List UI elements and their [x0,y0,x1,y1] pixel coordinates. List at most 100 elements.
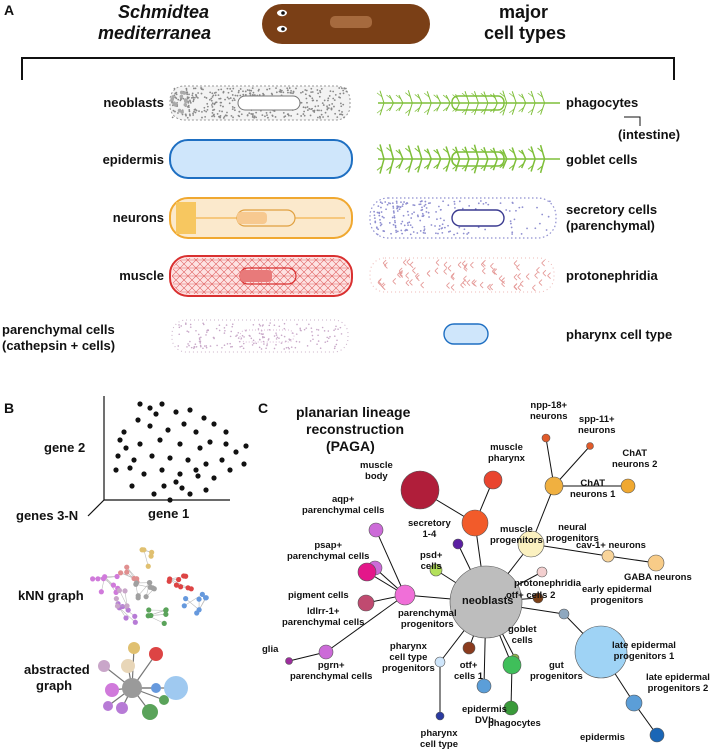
muscle-illustration [169,255,353,297]
epidermis-illustration [169,139,353,179]
node-label-pigment: pigment cells [288,590,349,601]
label-pharynx-type: pharynx cell type [566,327,673,342]
node-spp11 [586,442,594,450]
node-gut_prog [502,655,522,675]
header-types-2: cell types [484,23,567,43]
secretory-illustration [369,197,557,239]
paga-nodes [285,433,665,743]
label-neurons: neurons [112,210,164,225]
paga-title-2: reconstruction [306,421,405,437]
knn-graph [90,547,209,627]
label-muscle: muscle [119,268,164,283]
node-epidermis [649,727,665,743]
node-label-psap: psap+parenchymal cells [287,540,370,562]
label-protonephridia: protonephridia [566,268,658,283]
node-muscle_pharynx [483,470,503,490]
label-secretory: secretory cells [566,202,658,217]
node-late_epi2 [625,694,643,712]
node-gaba [647,554,665,572]
label-goblet: goblet cells [566,152,638,167]
node-label-aqp: aqp+parenchymal cells [302,494,385,516]
label-cathepsin: (cathepsin + cells) [2,338,116,353]
node-label-glia: glia [262,644,279,655]
node-late_epi1 [574,625,628,679]
node-pharynx_prog [434,656,446,668]
panel-c-label: C [258,400,269,416]
axis-genes3n: genes 3-N [16,508,79,523]
node-chat1 [544,476,564,496]
node-label-epidermis: epidermis [580,732,625,743]
node-chat2 [620,478,636,494]
label-epidermis: epidermis [102,152,164,167]
abstracted-graph-mini [98,642,188,720]
planarian-illustration [262,4,430,44]
node-muscle_progenitors [461,509,489,537]
node-ldlrr [357,594,375,612]
knn-graph-label: kNN graph [18,588,84,603]
protonephridia-illustration [369,257,555,293]
node-label-phagocytes: phagocytes [488,718,541,729]
intestine-connector [624,116,641,126]
abstracted-graph-label-1: abstracted [24,662,90,677]
node-label-center: neoblasts [462,595,514,607]
node-parenchymal_prog [394,584,416,606]
neoblasts-illustration [169,85,351,121]
axis-gene1: gene 1 [148,506,190,521]
node-muscle_body [400,470,440,510]
node-label-npp18: npp-18+neurons [530,400,568,422]
species-name-1: Schmidtea [118,2,210,22]
node-cav1 [601,549,615,563]
goblet-illustration [376,144,560,174]
node-pigment [357,562,377,582]
node-neural_prog [517,530,545,558]
node-glia [285,657,293,665]
abstracted-graph-label-2: graph [36,678,73,693]
node-secretory [452,538,464,550]
node-psd [429,563,443,577]
node-otf1 [462,641,476,655]
paga-title-1: planarian lineage [296,404,411,420]
scatter-points [113,401,249,503]
node-npp18 [541,433,551,443]
species-name-2: mediterranea [98,23,212,43]
node-label-protonephridia: protonephridia [514,578,582,589]
label-parenchymal-right: (parenchymal) [566,218,655,233]
node-label-spp11: spp-11+neurons [578,414,616,436]
neurons-illustration [169,197,353,239]
axis-gene2: gene 2 [44,440,86,455]
node-pharynx_ct [435,711,445,721]
paga-title-3: (PAGA) [326,438,375,454]
node-aqp [368,522,384,538]
node-epi_dvb [476,678,492,694]
node-label-gaba: GABA neurons [624,572,692,583]
node-pgrn [318,644,334,660]
node-otf2 [532,592,544,604]
node-center [449,565,523,639]
node-early_epi [558,608,570,620]
pharynx-illustration [443,323,489,345]
node-phagocytes [503,700,519,716]
node-label-otf1: otf+cells 1 [454,660,484,682]
node-protonephridia [536,566,548,578]
parenchymal-illustration [171,319,349,353]
node-label-otf2: otf+ cells 2 [506,590,556,601]
phagocytes-illustration [376,90,560,116]
node-label-pgrn: pgrn+parenchymal cells [290,660,373,682]
node-label-psd: psd+cells [420,550,443,572]
label-neoblasts: neoblasts [103,95,164,110]
